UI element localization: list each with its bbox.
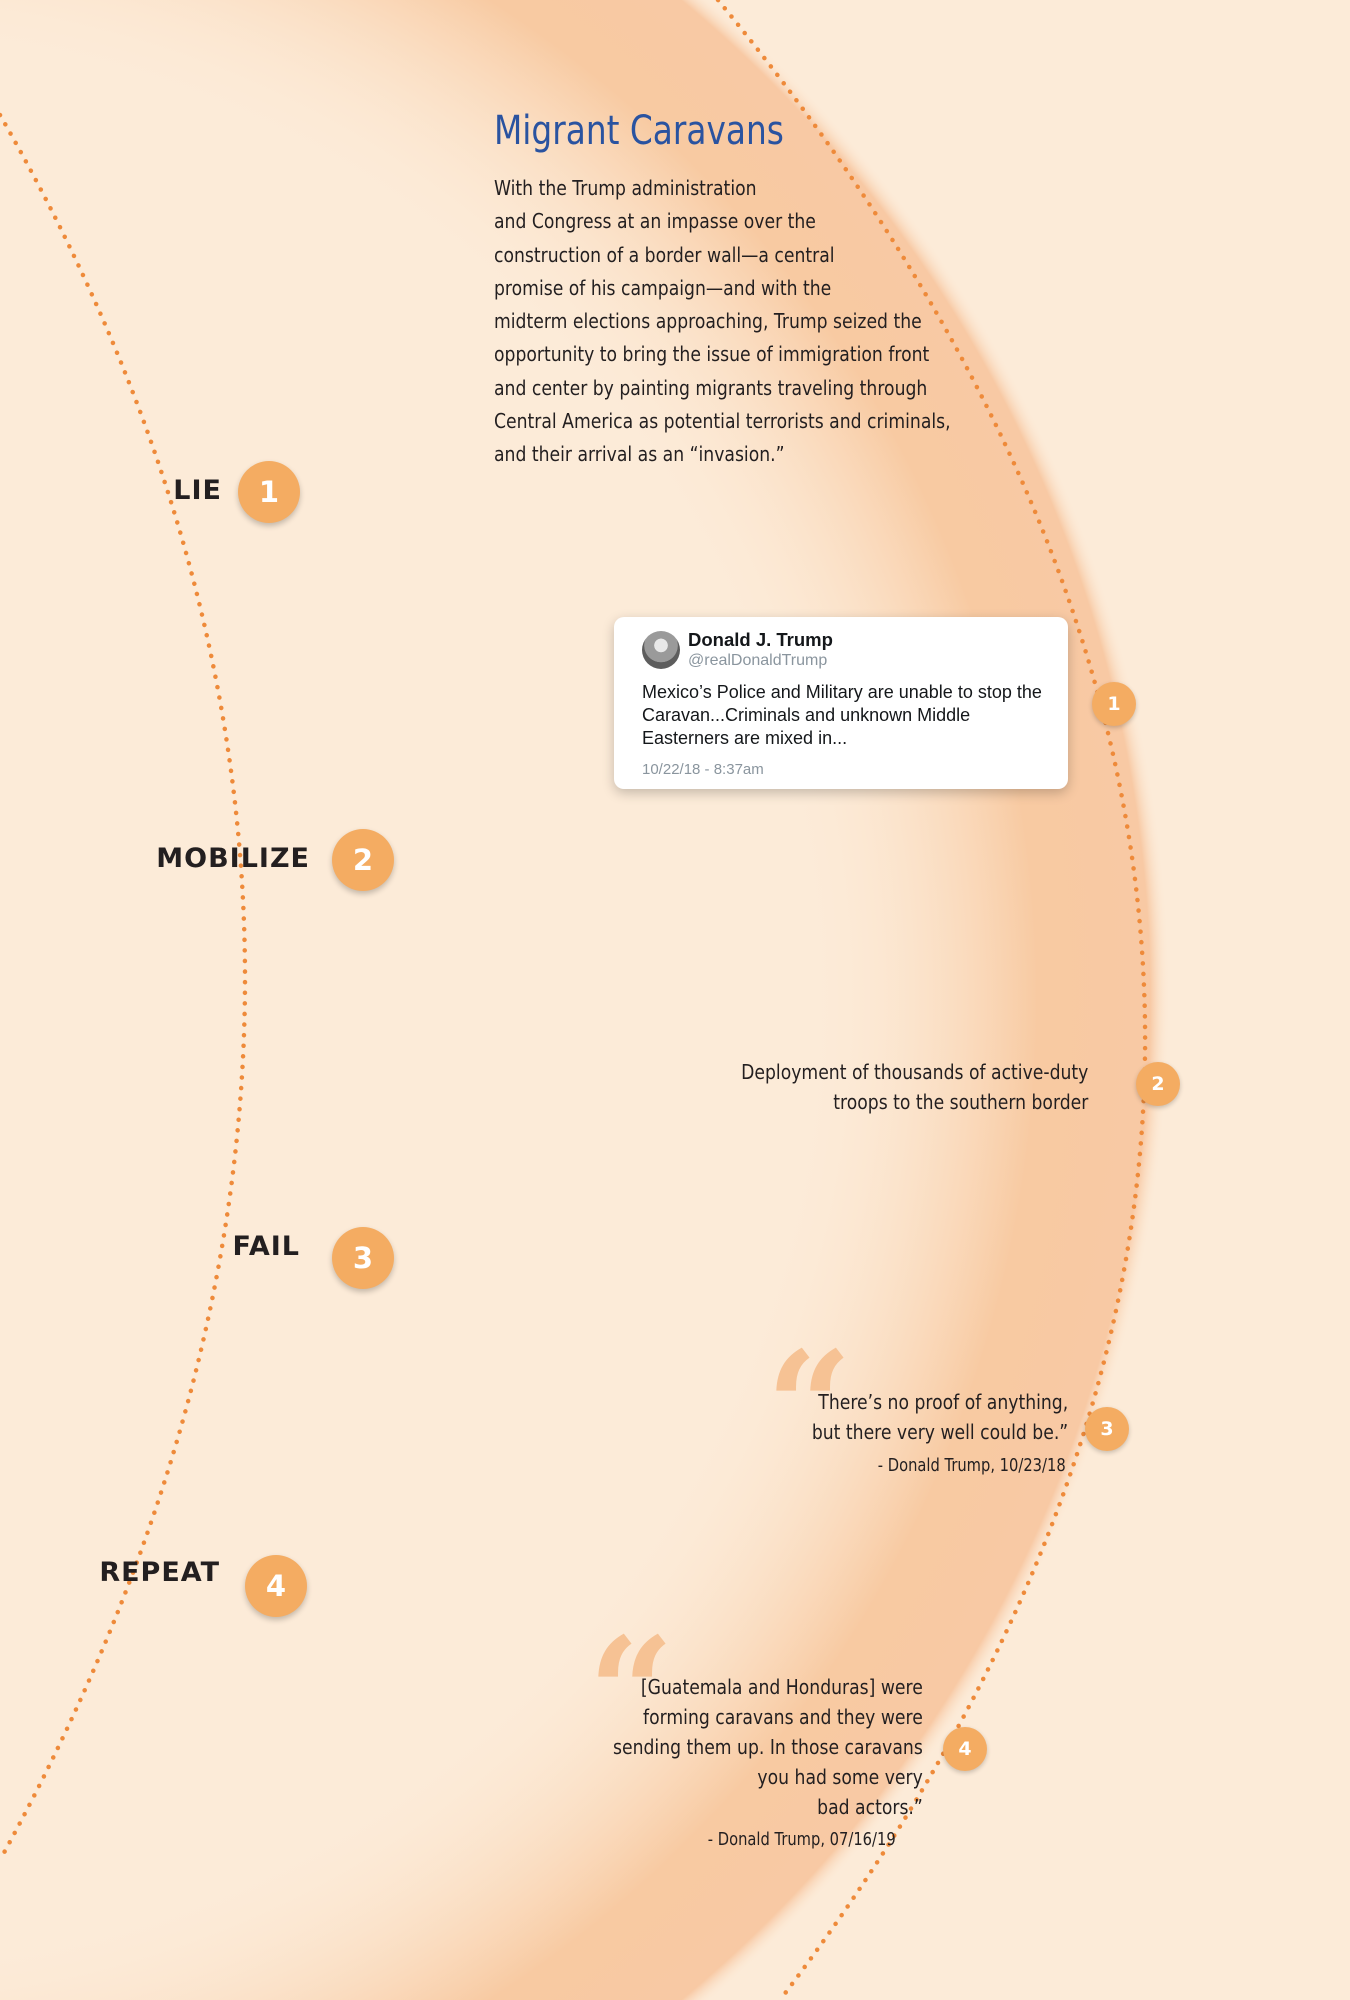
tweet-card: Donald J. Trump @realDonaldTrump Mexico’… — [614, 617, 1068, 789]
quote-mark-3: “ — [766, 1319, 853, 1495]
marker-number-1: 1 — [1092, 682, 1136, 726]
page-title: Migrant Caravans — [494, 108, 784, 154]
step-number-4: 4 — [245, 1555, 307, 1617]
step-number-1: 1 — [238, 461, 300, 523]
marker-3-quote: There’s no proof of anything, but there … — [811, 1390, 1068, 1444]
marker-4-attribution: - Donald Trump, 07/16/19 — [708, 1830, 896, 1850]
avatar — [642, 631, 680, 669]
inner-dotted-arc — [0, 112, 248, 1863]
tweet-author-name: Donald J. Trump — [688, 629, 833, 650]
marker-number-2: 2 — [1136, 1062, 1180, 1106]
marker-4-quote: [Guatemala and Honduras] were forming ca… — [613, 1675, 923, 1819]
marker-number-3: 3 — [1085, 1407, 1129, 1451]
marker-2-text: Deployment of thousands of active-duty t… — [740, 1060, 1088, 1114]
step-label-mobilize: MOBILIZE — [156, 843, 310, 874]
tweet-date: 10/22/18 - 8:37am — [642, 761, 764, 778]
tweet-text: Mexico’s Police and Military are unable … — [642, 682, 1042, 748]
step-label-fail: FAIL — [232, 1231, 300, 1262]
marker-number-4: 4 — [943, 1727, 987, 1771]
tweet-handle: @realDonaldTrump — [688, 652, 828, 669]
step-number-2: 2 — [332, 829, 394, 891]
step-label-lie: LIE — [173, 475, 222, 506]
step-number-3: 3 — [332, 1227, 394, 1289]
intro-paragraph: With the Trump administration and Congre… — [494, 176, 951, 467]
marker-3-attribution: - Donald Trump, 10/23/18 — [878, 1456, 1066, 1476]
quote-mark-4: “ — [588, 1605, 675, 1781]
step-label-repeat: REPEAT — [99, 1557, 220, 1588]
